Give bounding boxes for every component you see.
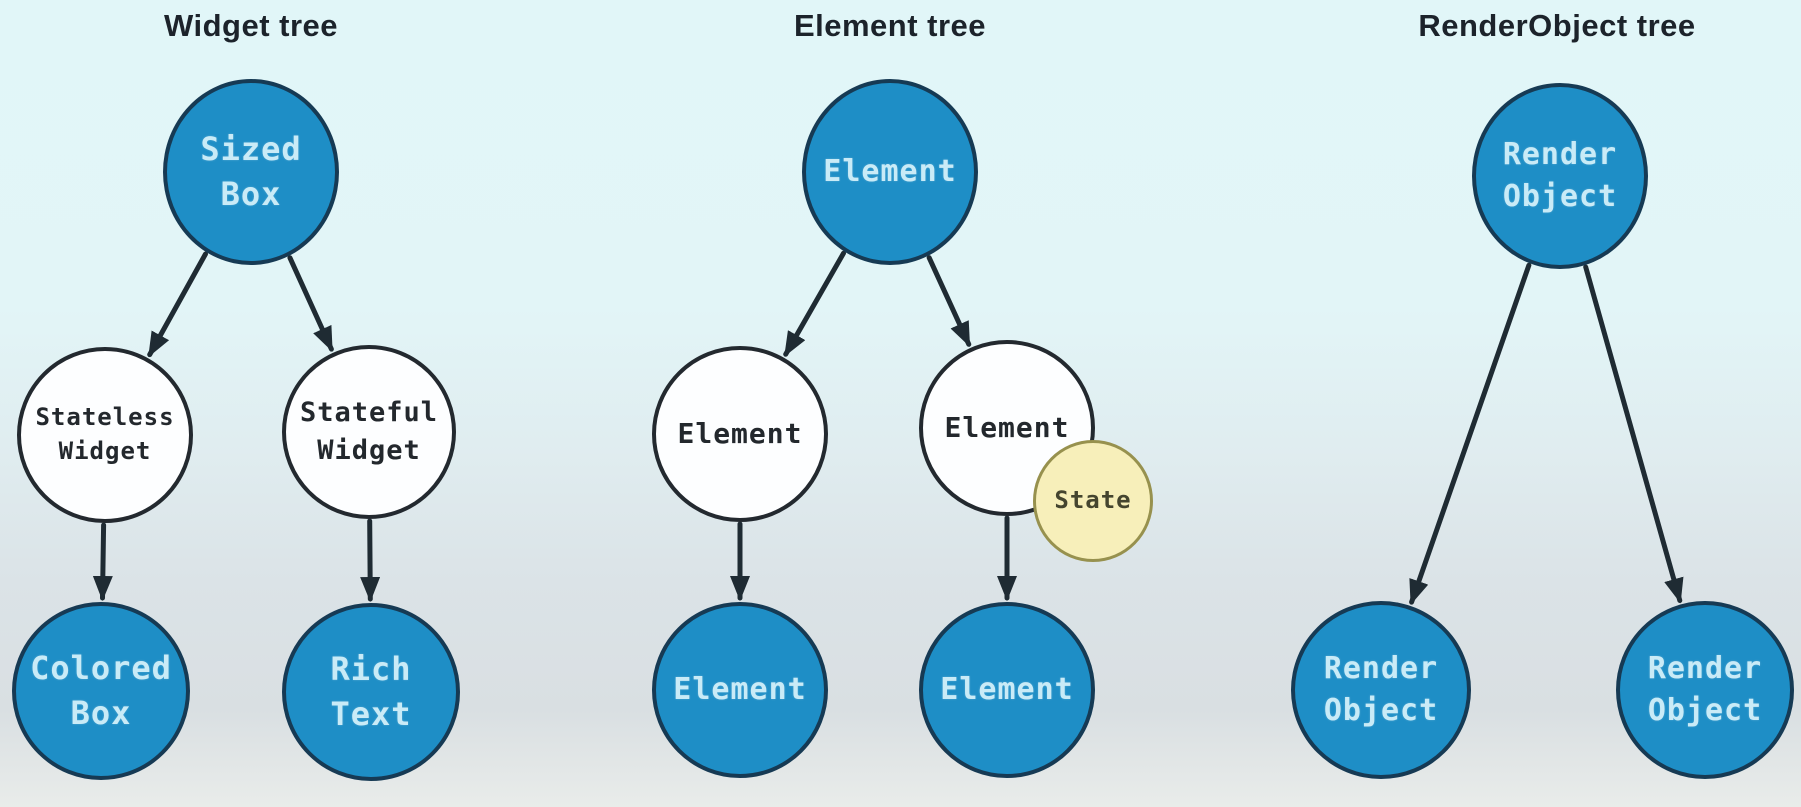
node-label: Element — [673, 672, 807, 707]
edge-sized-box-to-stateless-widget — [147, 251, 208, 358]
node-label: Stateful Widget — [299, 397, 439, 466]
node-render-object-root: Render Object — [1472, 83, 1648, 269]
edge-render-object-root-to-render-object-left — [1409, 262, 1532, 605]
node-label: Colored Box — [30, 649, 172, 732]
edge-element-root-to-element-right — [926, 255, 972, 348]
tree-title-element-tree: Element tree — [793, 8, 987, 43]
node-colored-box: Colored Box — [12, 602, 190, 780]
node-stateful-widget: Stateful Widget — [282, 345, 456, 519]
edge-render-object-root-to-render-object-right — [1583, 264, 1684, 604]
node-label: Element — [940, 672, 1074, 707]
node-element-left-child: Element — [652, 602, 828, 778]
node-state: State — [1033, 440, 1153, 562]
edge-sized-box-to-stateful-widget — [287, 255, 334, 352]
node-element-left: Element — [652, 346, 828, 522]
node-label: Element — [944, 411, 1070, 445]
node-rich-text: Rich Text — [282, 603, 460, 781]
tree-title-renderobject-tree: RenderObject tree — [1418, 8, 1696, 43]
node-render-object-left: Render Object — [1291, 601, 1471, 779]
tree-title-widget-tree: Widget tree — [163, 8, 339, 43]
node-sized-box: Sized Box — [163, 79, 339, 265]
node-element-root: Element — [802, 79, 978, 265]
node-element-right-child: Element — [919, 602, 1095, 778]
node-label: State — [1054, 486, 1132, 515]
edge-stateless-widget-to-colored-box — [92, 522, 113, 601]
node-stateless-widget: Stateless Widget — [17, 347, 193, 523]
node-label: Render Object — [1502, 137, 1618, 214]
node-label: Rich Text — [330, 650, 412, 733]
node-render-object-right: Render Object — [1616, 601, 1794, 779]
node-label: Element — [823, 154, 957, 189]
node-label: Render Object — [1647, 651, 1763, 728]
edge-element-root-to-element-left — [783, 250, 846, 357]
node-label: Element — [677, 417, 803, 451]
node-label: Sized Box — [200, 130, 302, 213]
node-label: Stateless Widget — [35, 403, 175, 465]
node-label: Render Object — [1323, 651, 1439, 728]
edge-stateful-widget-to-rich-text — [360, 518, 381, 602]
